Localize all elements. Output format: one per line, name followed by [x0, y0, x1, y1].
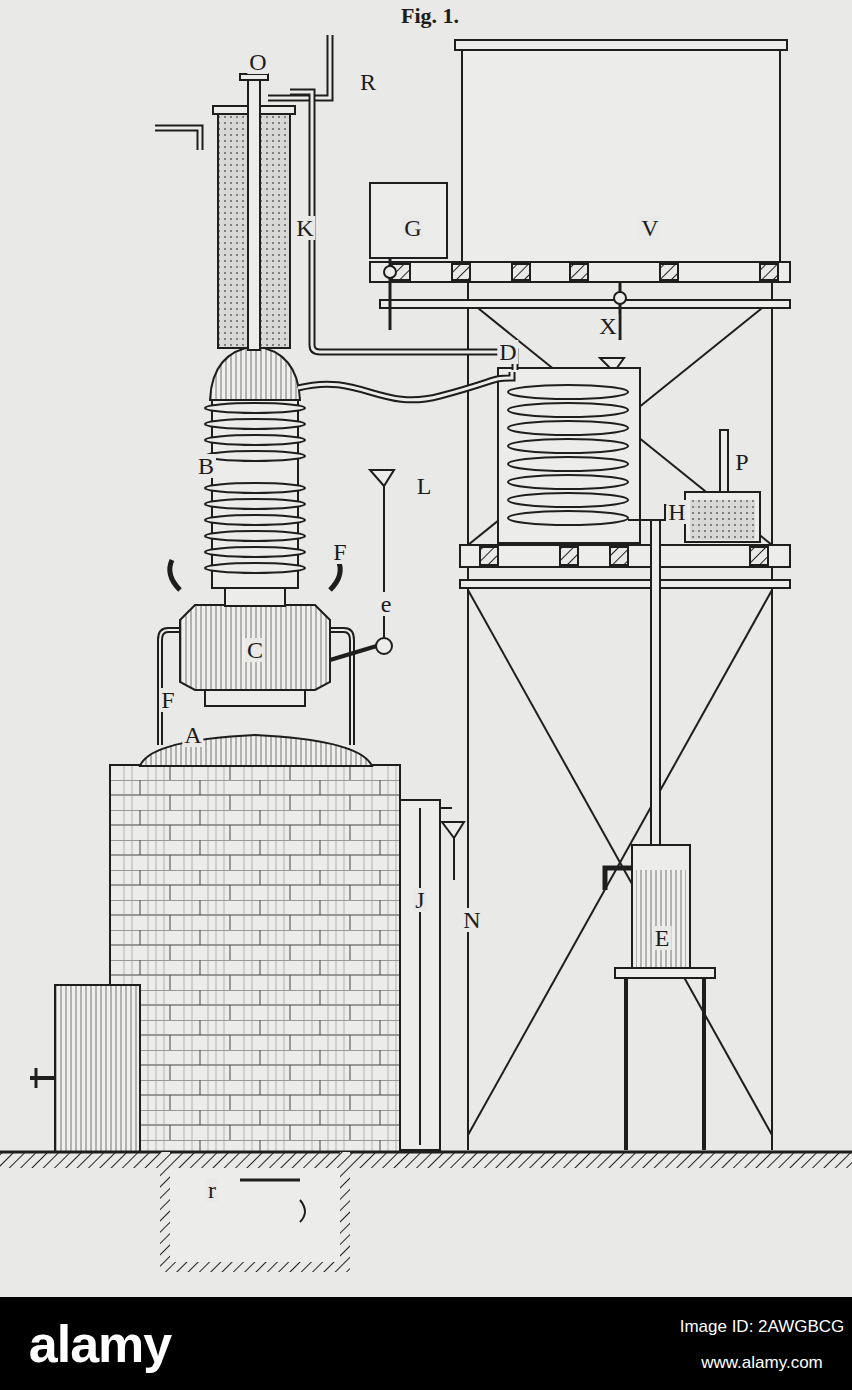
watermark-text: Image ID: 2AWGBCG — [678, 1318, 847, 1335]
figure-title: Fig. 1. — [399, 5, 461, 27]
part-letter: C — [245, 638, 265, 662]
part-letter: N — [461, 908, 482, 932]
part-letter: X — [597, 314, 618, 338]
part-letter: H — [666, 500, 687, 524]
part-letter: A — [182, 723, 203, 747]
part-letter: e — [379, 592, 394, 616]
part-letter: r — [206, 1178, 218, 1202]
part-letter: E — [653, 926, 672, 950]
watermark-text: www.alamy.com — [699, 1354, 825, 1371]
part-letter: K — [294, 216, 315, 240]
part-letter: G — [402, 216, 423, 240]
part-letter: J — [413, 888, 426, 912]
part-letter: R — [358, 70, 378, 94]
part-letter: V — [639, 216, 660, 240]
part-letter: L — [415, 474, 434, 498]
part-letter: P — [733, 450, 750, 474]
part-letter: O — [247, 50, 268, 74]
part-letter: D — [497, 340, 518, 364]
part-letter: F — [331, 540, 348, 564]
part-letter: B — [196, 454, 216, 478]
part-letter: F — [159, 688, 176, 712]
watermark-text: alamy — [27, 1318, 173, 1370]
